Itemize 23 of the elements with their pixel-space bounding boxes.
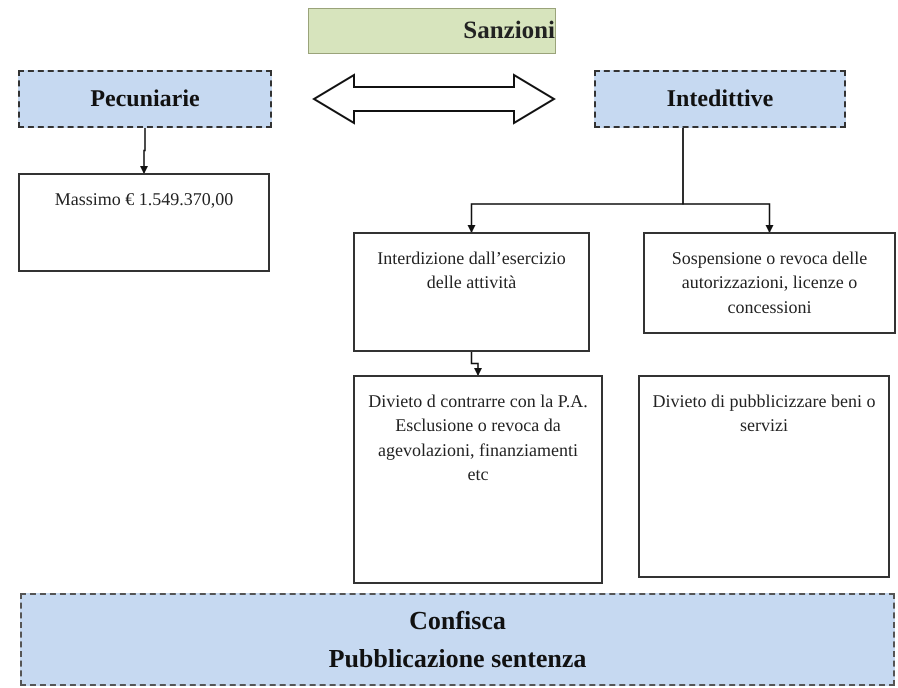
category-box [594,70,846,128]
node-text: Sanzioni [463,16,555,46]
node-text: Massimo € 1.549.370,00 [54,188,234,211]
node-text: Pubblicazione sentenza [328,642,586,674]
arrow [140,128,148,174]
process-box [353,375,603,584]
node-text: Divieto di pubblicizzare beni o servizi [652,390,876,438]
arrow [682,128,774,233]
process-box [643,232,896,334]
arrow [470,352,482,376]
title-box [308,8,556,54]
category-box [18,70,272,128]
summary-band [20,593,895,686]
node-text: Divieto d contrarre con la P.A. Esclusione o revoca da agevolazioni, finanziamenti etc [367,390,589,486]
process-box [638,375,890,578]
node-text: Pecuniarie [90,85,200,114]
double-block-arrow [312,73,556,125]
node-text: Intedittive [666,85,774,114]
node-text: Interdizione dall’esercizio delle attività [376,247,567,294]
node-text: Sospensione o revoca delle autorizzazioni, licenze o concessioni [670,247,868,319]
node-text: Confisca [409,604,506,637]
process-box [18,173,270,272]
process-box [353,232,590,352]
